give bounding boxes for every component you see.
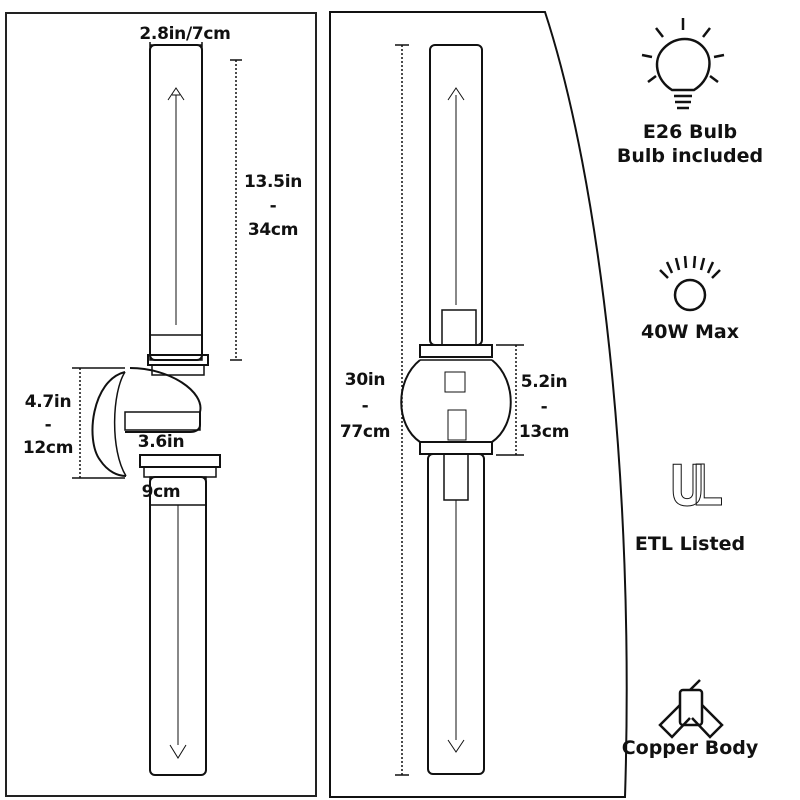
side-bottom-collar xyxy=(139,454,221,468)
side-backplate xyxy=(91,367,202,477)
total-height-cm: 77cm xyxy=(339,422,391,442)
front-bottom-tube xyxy=(427,453,485,775)
copper-body-icon xyxy=(658,679,724,739)
wattage-icon xyxy=(659,255,721,312)
front-top-tube xyxy=(429,44,483,346)
total-height-in: 30in xyxy=(344,370,386,390)
wattage-label: 40W Max xyxy=(641,321,739,343)
side-dimension-lines xyxy=(72,42,242,479)
bulb-included-label: Bulb included xyxy=(616,145,764,167)
tube-height-cm: 34cm xyxy=(247,220,299,240)
total-height-dash: - xyxy=(361,396,369,416)
center-height-dash: - xyxy=(540,397,548,417)
side-view-panel xyxy=(5,12,317,797)
front-dimension-lines xyxy=(395,44,524,776)
backplate-in: 4.7in xyxy=(24,392,72,412)
side-bottom-tube xyxy=(149,476,207,776)
etl-listed-label: ETL Listed xyxy=(634,533,746,555)
front-view-panel xyxy=(329,11,628,798)
backplate-cm: 12cm xyxy=(22,438,74,458)
front-center-ball xyxy=(400,359,512,443)
tube-height-in: 13.5in xyxy=(243,172,303,192)
extension-cm: 9cm xyxy=(141,482,181,502)
tube-height-dash: - xyxy=(269,196,277,216)
bulb-type-label: E26 Bulb xyxy=(642,121,738,143)
front-top-collar xyxy=(419,344,493,358)
light-bulb-icon xyxy=(641,18,725,110)
side-top-tube xyxy=(149,44,203,361)
width-label: 2.8in/7cm xyxy=(139,24,231,44)
copper-body-label: Copper Body xyxy=(621,737,759,759)
extension-in: 3.6in xyxy=(137,432,185,452)
center-height-in: 5.2in xyxy=(520,372,568,392)
backplate-dash: - xyxy=(44,415,52,435)
ul-logo: UL xyxy=(670,454,724,520)
center-height-cm: 13cm xyxy=(518,422,570,442)
front-bottom-collar xyxy=(419,441,493,455)
